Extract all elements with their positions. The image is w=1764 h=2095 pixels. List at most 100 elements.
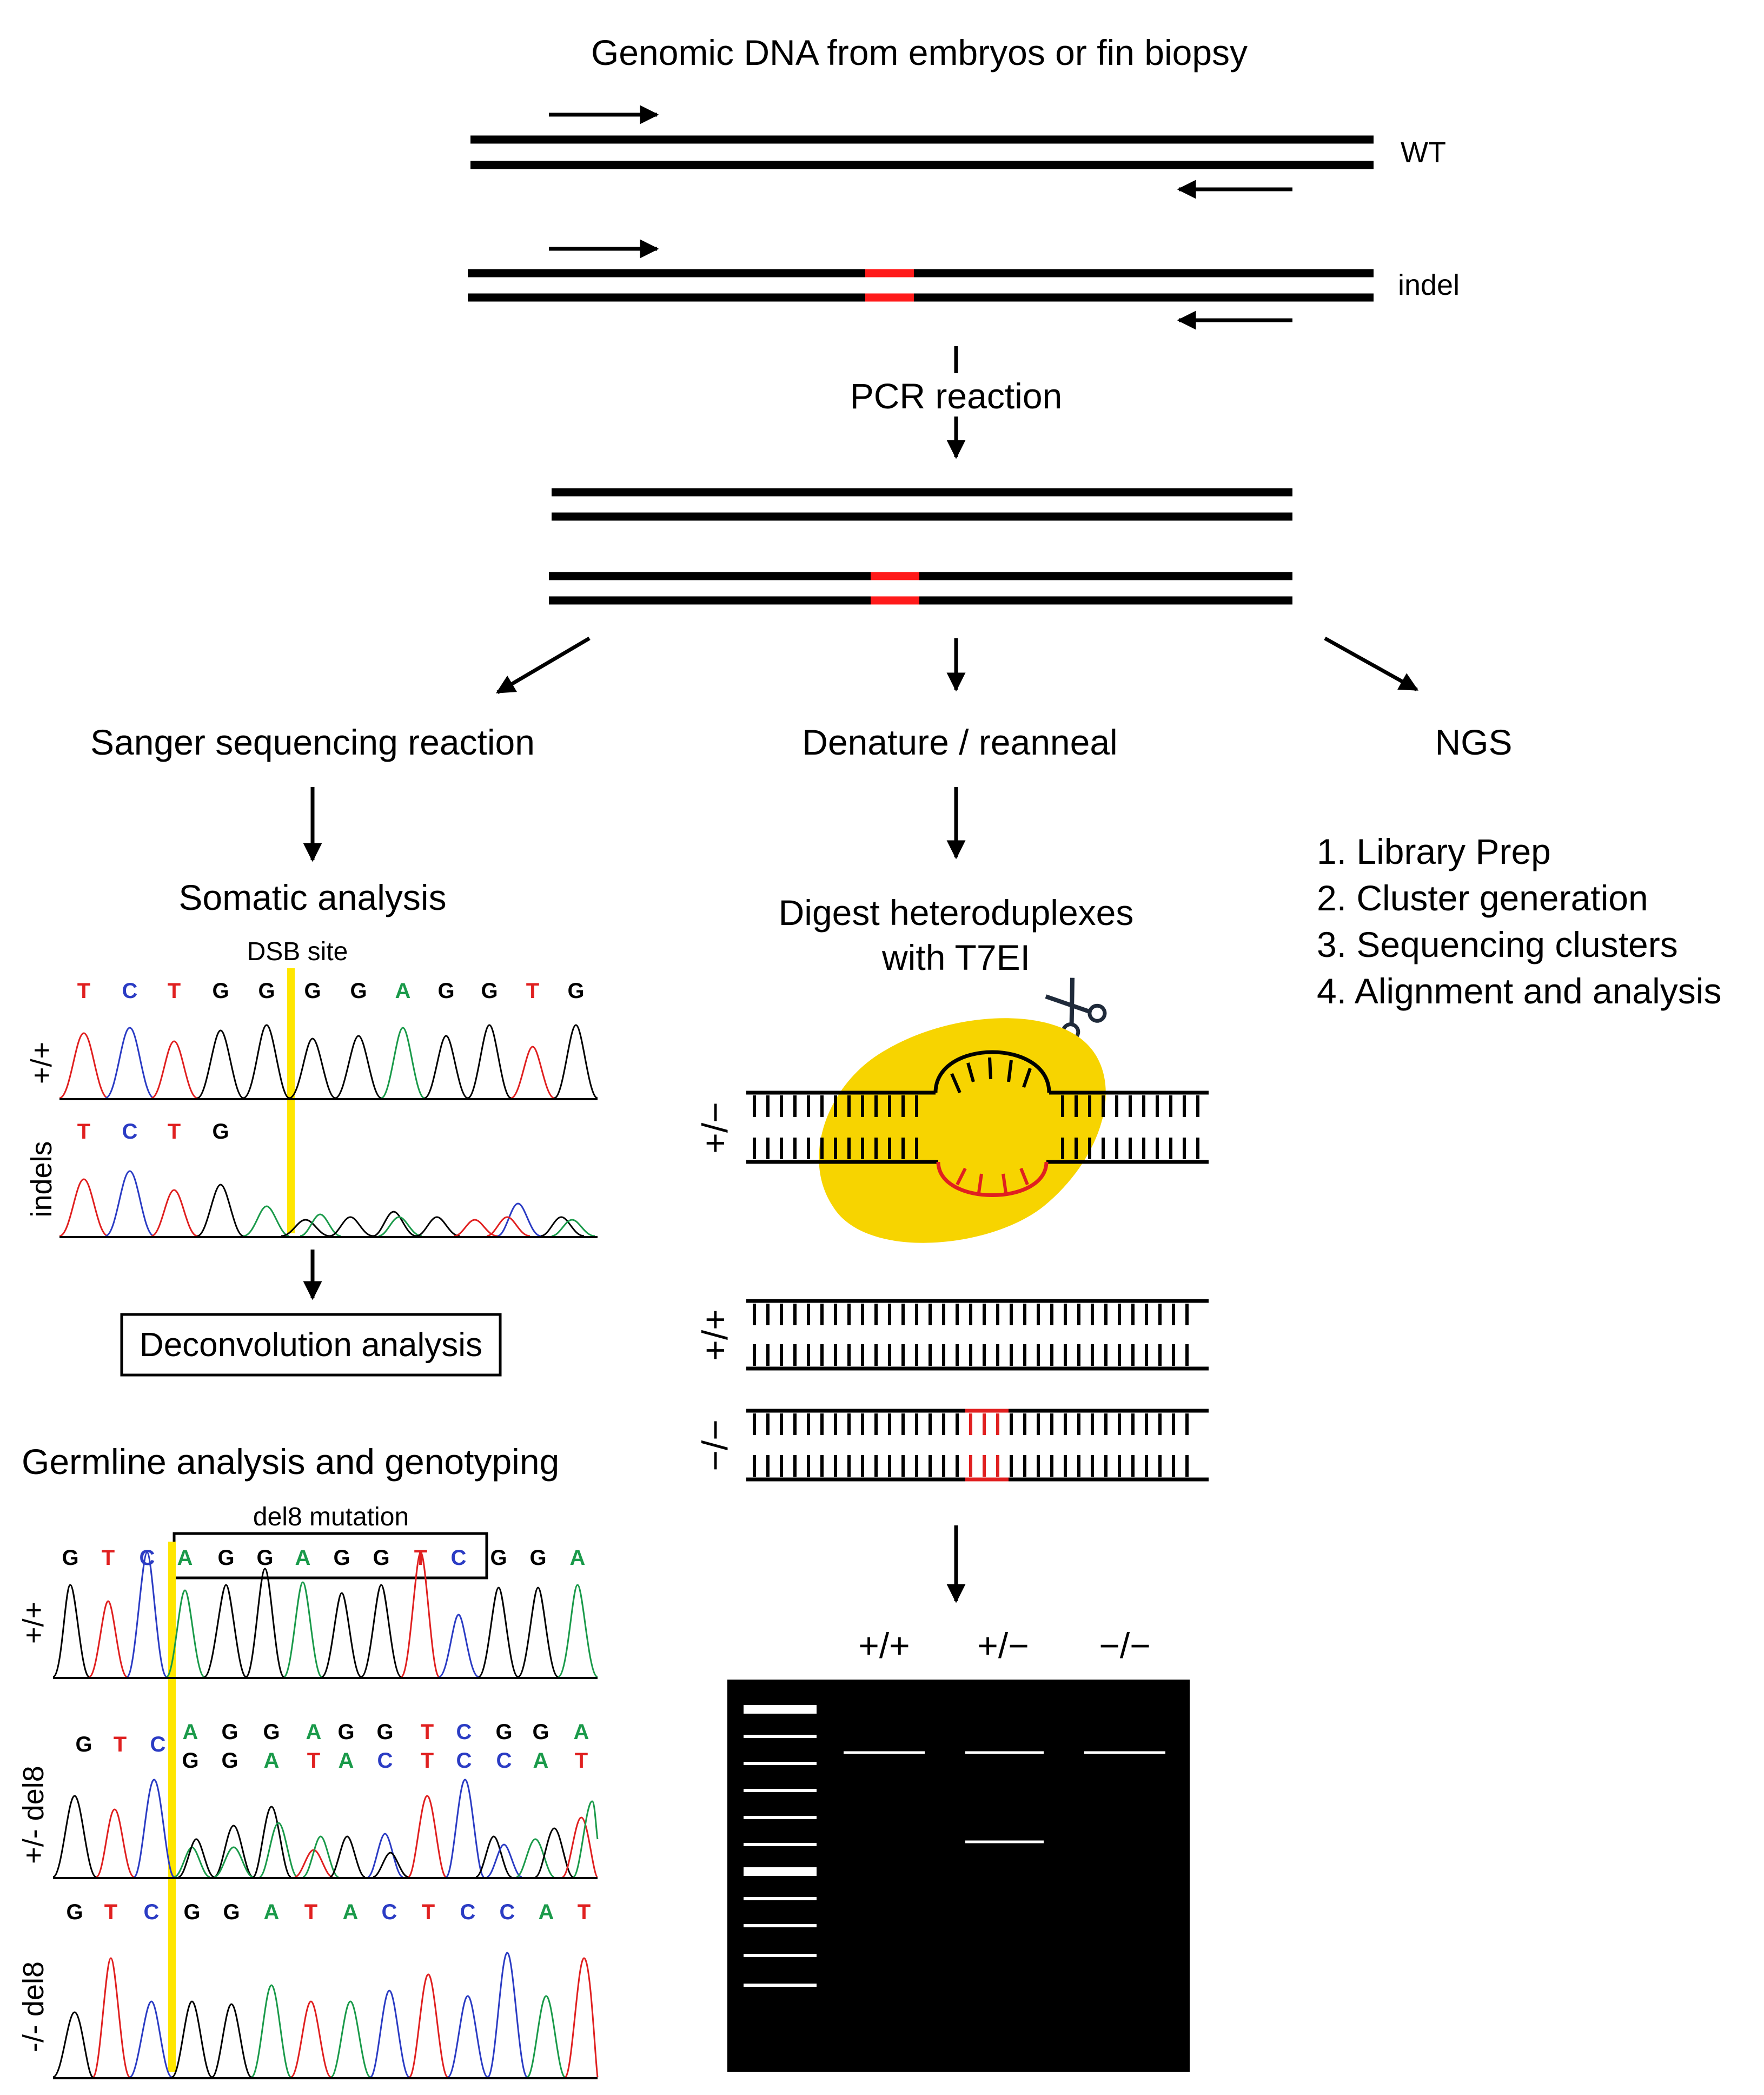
base-call: C <box>456 1749 472 1773</box>
ngs-step: 3. Sequencing clusters <box>1317 924 1678 964</box>
base-call: C <box>460 1900 476 1924</box>
ngs-step: 2. Cluster generation <box>1317 878 1648 918</box>
base-call: G <box>182 1749 198 1773</box>
base-call: G <box>183 1900 200 1924</box>
somatic-indel-row-label: indels <box>25 1141 58 1217</box>
wt-dna-duplex <box>470 135 1374 169</box>
germline-het-chromatogram <box>52 1779 599 1879</box>
base-call: G <box>481 979 498 1003</box>
base-call: G <box>223 1900 240 1924</box>
base-call: G <box>212 979 229 1003</box>
base-call: G <box>532 1720 549 1744</box>
somatic-indel-chromatogram <box>59 1170 598 1238</box>
base-call: G <box>263 1720 280 1744</box>
germline-het-bases: G T C A G G A G G T C G G A G G A T A C … <box>75 1720 589 1773</box>
base-call: G <box>221 1749 238 1773</box>
homoduplex-mutant-rungs <box>753 1413 1189 1477</box>
germline-hom-chromatogram <box>52 1952 599 2079</box>
base-call: A <box>539 1900 554 1924</box>
base-call: A <box>395 979 411 1003</box>
base-call: G <box>490 1546 507 1570</box>
base-call: G <box>567 979 584 1003</box>
base-call: A <box>183 1720 198 1744</box>
homoduplex-mutant <box>746 1409 1209 1482</box>
base-call: G <box>437 979 454 1003</box>
base-call: T <box>168 1120 181 1144</box>
base-call: G <box>217 1546 234 1570</box>
pcr-label: PCR reaction <box>850 376 1063 416</box>
base-call: C <box>456 1720 472 1744</box>
germline-hom-bases: G T C G G A T A C T C C A T <box>66 1900 591 1924</box>
base-call: A <box>343 1900 359 1924</box>
base-call: T <box>414 1546 427 1570</box>
deconvolution-label: Deconvolution analysis <box>140 1326 482 1364</box>
base-call: T <box>578 1900 591 1924</box>
base-call: T <box>77 1120 90 1144</box>
ngs-label: NGS <box>1435 722 1512 762</box>
deconvolution-box: Deconvolution analysis <box>120 1313 502 1377</box>
gel-lane-label: +/− <box>977 1625 1029 1666</box>
duplex-label-mut: −/− <box>695 1419 735 1471</box>
t7ei-title-line1: Digest heteroduplexes <box>779 893 1134 933</box>
base-call: T <box>102 1546 115 1570</box>
base-call: G <box>66 1900 83 1924</box>
duplex-label-wt: +/+ <box>695 1309 735 1360</box>
t7ei-enzyme-blob <box>819 1018 1106 1243</box>
base-call: C <box>377 1749 393 1773</box>
pcr-product-indel <box>549 572 1292 605</box>
pcr-product-wt <box>552 488 1292 521</box>
germline-title: Germline analysis and genotyping <box>22 1442 559 1482</box>
del8-mutation-label: del8 mutation <box>253 1503 409 1531</box>
germline-wt-bases: G T C A G G A G G T C G G A <box>62 1546 585 1570</box>
base-call: A <box>295 1546 311 1570</box>
arrow-to-ngs <box>1324 636 1419 692</box>
base-call: C <box>122 979 138 1003</box>
base-call: G <box>337 1720 354 1744</box>
base-call: T <box>421 1720 434 1744</box>
germline-hom-row-label: -/- del8 <box>17 1961 50 2052</box>
indel-dna-duplex <box>468 269 1374 302</box>
base-call: G <box>350 979 367 1003</box>
base-call: A <box>177 1546 193 1570</box>
base-call: A <box>264 1900 280 1924</box>
germline-wt-chromatogram <box>52 1551 598 1679</box>
base-call: G <box>62 1546 78 1570</box>
base-call: A <box>264 1749 280 1773</box>
base-call: G <box>212 1120 229 1144</box>
arrow-to-sanger <box>495 636 591 695</box>
base-call: C <box>144 1900 160 1924</box>
ngs-step: 1. Library Prep <box>1317 831 1551 871</box>
base-call: T <box>422 1900 435 1924</box>
base-call: T <box>304 1900 317 1924</box>
ngs-step: 4. Alignment and analysis <box>1317 971 1721 1011</box>
ngs-steps-list: 1. Library Prep 2. Cluster generation 3.… <box>1317 831 1721 1011</box>
base-call: T <box>526 979 539 1003</box>
base-call: C <box>500 1900 515 1924</box>
somatic-wt-bases: T C T G G G G A G G T G <box>77 979 585 1003</box>
base-call: T <box>77 979 90 1003</box>
base-call: C <box>140 1546 155 1570</box>
heteroduplex-plus-minus <box>746 1050 1209 1197</box>
gel-lane-label: −/− <box>1099 1625 1150 1666</box>
base-call: C <box>122 1120 138 1144</box>
base-call: A <box>339 1749 354 1773</box>
base-call: T <box>307 1749 320 1773</box>
base-call: C <box>382 1900 397 1924</box>
wt-label: WT <box>1401 136 1446 169</box>
base-call: G <box>376 1720 393 1744</box>
sanger-label: Sanger sequencing reaction <box>90 722 535 762</box>
t7ei-title-line2: with T7EI <box>881 937 1030 977</box>
base-call: C <box>150 1733 166 1756</box>
base-call: A <box>533 1749 549 1773</box>
base-call: G <box>221 1720 238 1744</box>
base-call: T <box>575 1749 588 1773</box>
base-call: A <box>306 1720 322 1744</box>
base-call: G <box>258 979 275 1003</box>
base-call: T <box>104 1900 117 1924</box>
denature-label: Denature / reanneal <box>802 722 1117 762</box>
germline-het-row-label: +/- del8 <box>17 1766 50 1864</box>
base-call: G <box>495 1720 512 1744</box>
base-call: T <box>421 1749 434 1773</box>
base-call: G <box>529 1546 546 1570</box>
base-call: C <box>451 1546 467 1570</box>
